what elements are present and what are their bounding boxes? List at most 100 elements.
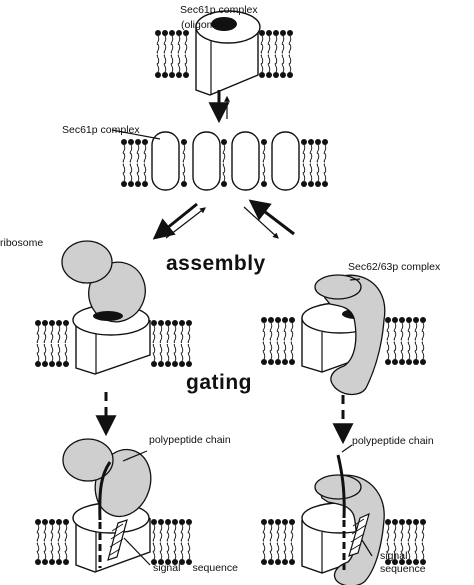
lipid-head — [287, 30, 293, 36]
lipid-head — [261, 559, 267, 565]
lipid-tail — [50, 524, 54, 542]
lipid-head — [63, 361, 69, 367]
label-ribosome: ribosome — [0, 237, 43, 249]
sec61p-monomers: Sec61p complex — [62, 124, 300, 191]
lipid-tail — [283, 542, 287, 560]
lipid-head — [186, 320, 192, 326]
lipid-head — [179, 361, 185, 367]
sec62-63p-sec61p-complex: Sec62/63p complex — [301, 261, 441, 396]
ribosome-small-subunit — [62, 438, 114, 482]
lipid-head — [280, 30, 286, 36]
lipid-head — [392, 519, 398, 525]
lipid-head — [322, 181, 328, 187]
lipid-head — [186, 361, 192, 367]
lipid-head — [261, 519, 267, 525]
lipid-tail — [276, 524, 280, 542]
lipid-tail — [222, 144, 226, 163]
lipid-tail — [407, 322, 411, 341]
lipid-head — [176, 72, 182, 78]
lipid-tail — [323, 144, 327, 163]
membrane-translocation-left-b — [151, 519, 192, 565]
lipid-head — [315, 181, 321, 187]
lipid-head — [135, 181, 141, 187]
lipid-tail — [386, 341, 390, 360]
lipid-head — [399, 559, 405, 565]
lipid-tail — [262, 163, 266, 182]
lipid-tail — [122, 163, 126, 182]
membrane-monomer-seg5 — [301, 139, 328, 187]
lipid-head — [42, 559, 48, 565]
lipid-head — [259, 30, 265, 36]
lipid-tail — [159, 524, 163, 542]
lipid-tail — [283, 322, 287, 341]
lipid-tail — [421, 322, 425, 341]
label-assembly: assembly — [166, 252, 266, 275]
lipid-tail — [276, 322, 280, 341]
lipid-head — [63, 320, 69, 326]
lipid-tail — [159, 325, 163, 343]
lipid-tail — [152, 524, 156, 542]
lipid-tail — [290, 542, 294, 560]
lipid-tail — [274, 35, 278, 54]
lipid-tail — [170, 35, 174, 54]
lipid-tail — [400, 524, 404, 542]
lipid-head — [287, 72, 293, 78]
lipid-head — [169, 72, 175, 78]
lipid-tail — [267, 35, 271, 54]
lipid-head — [142, 181, 148, 187]
lipid-head — [420, 559, 426, 565]
lipid-tail — [309, 163, 313, 182]
lipid-head — [275, 519, 281, 525]
lipid-tail — [129, 144, 133, 163]
lipid-head — [172, 559, 178, 565]
sec62-63p-cap — [314, 274, 362, 300]
lipid-head — [413, 317, 419, 323]
lipid-tail — [50, 325, 54, 343]
equilibrium-arrows-top — [208, 90, 230, 124]
lipid-head — [158, 361, 164, 367]
lipid-tail — [173, 524, 177, 542]
lipid-head — [221, 181, 227, 187]
lipid-tail — [302, 163, 306, 182]
lipid-head — [151, 361, 157, 367]
lipid-head — [155, 30, 161, 36]
lipid-head — [172, 320, 178, 326]
sec62-63p-protein — [320, 474, 385, 585]
lipid-tail — [281, 35, 285, 54]
lipid-tail — [180, 542, 184, 560]
lipid-head — [221, 139, 227, 145]
lipid-tail — [129, 163, 133, 182]
lipid-head — [406, 519, 412, 525]
lipid-tail — [414, 341, 418, 360]
lipid-head — [275, 559, 281, 565]
lipid-tail — [267, 54, 271, 73]
lipid-tail — [274, 54, 278, 73]
lipid-tail — [173, 344, 177, 362]
lipid-tail — [400, 542, 404, 560]
lipid-head — [392, 359, 398, 365]
lipid-tail — [136, 163, 140, 182]
lipid-head — [169, 30, 175, 36]
lipid-head — [142, 139, 148, 145]
membrane-oligomer-right — [259, 30, 293, 78]
lipid-tail — [184, 54, 188, 73]
lipid-head — [406, 317, 412, 323]
lipid-head — [289, 519, 295, 525]
lipid-tail — [173, 325, 177, 343]
lipid-head — [151, 320, 157, 326]
ribosome-sec61p-complex: ribosome — [0, 237, 151, 375]
lipid-head — [35, 519, 41, 525]
lipid-head — [273, 72, 279, 78]
lipid-head — [63, 559, 69, 565]
lipid-head — [155, 72, 161, 78]
lipid-head — [128, 181, 134, 187]
lipid-head — [289, 317, 295, 323]
label-sec61p-oligomer-line2: (oligomer) — [181, 19, 228, 31]
lipid-tail — [262, 524, 266, 542]
lipid-head — [162, 30, 168, 36]
lipid-head — [179, 559, 185, 565]
lipid-tail — [159, 344, 163, 362]
lipid-head — [151, 559, 157, 565]
lipid-tail — [156, 54, 160, 73]
